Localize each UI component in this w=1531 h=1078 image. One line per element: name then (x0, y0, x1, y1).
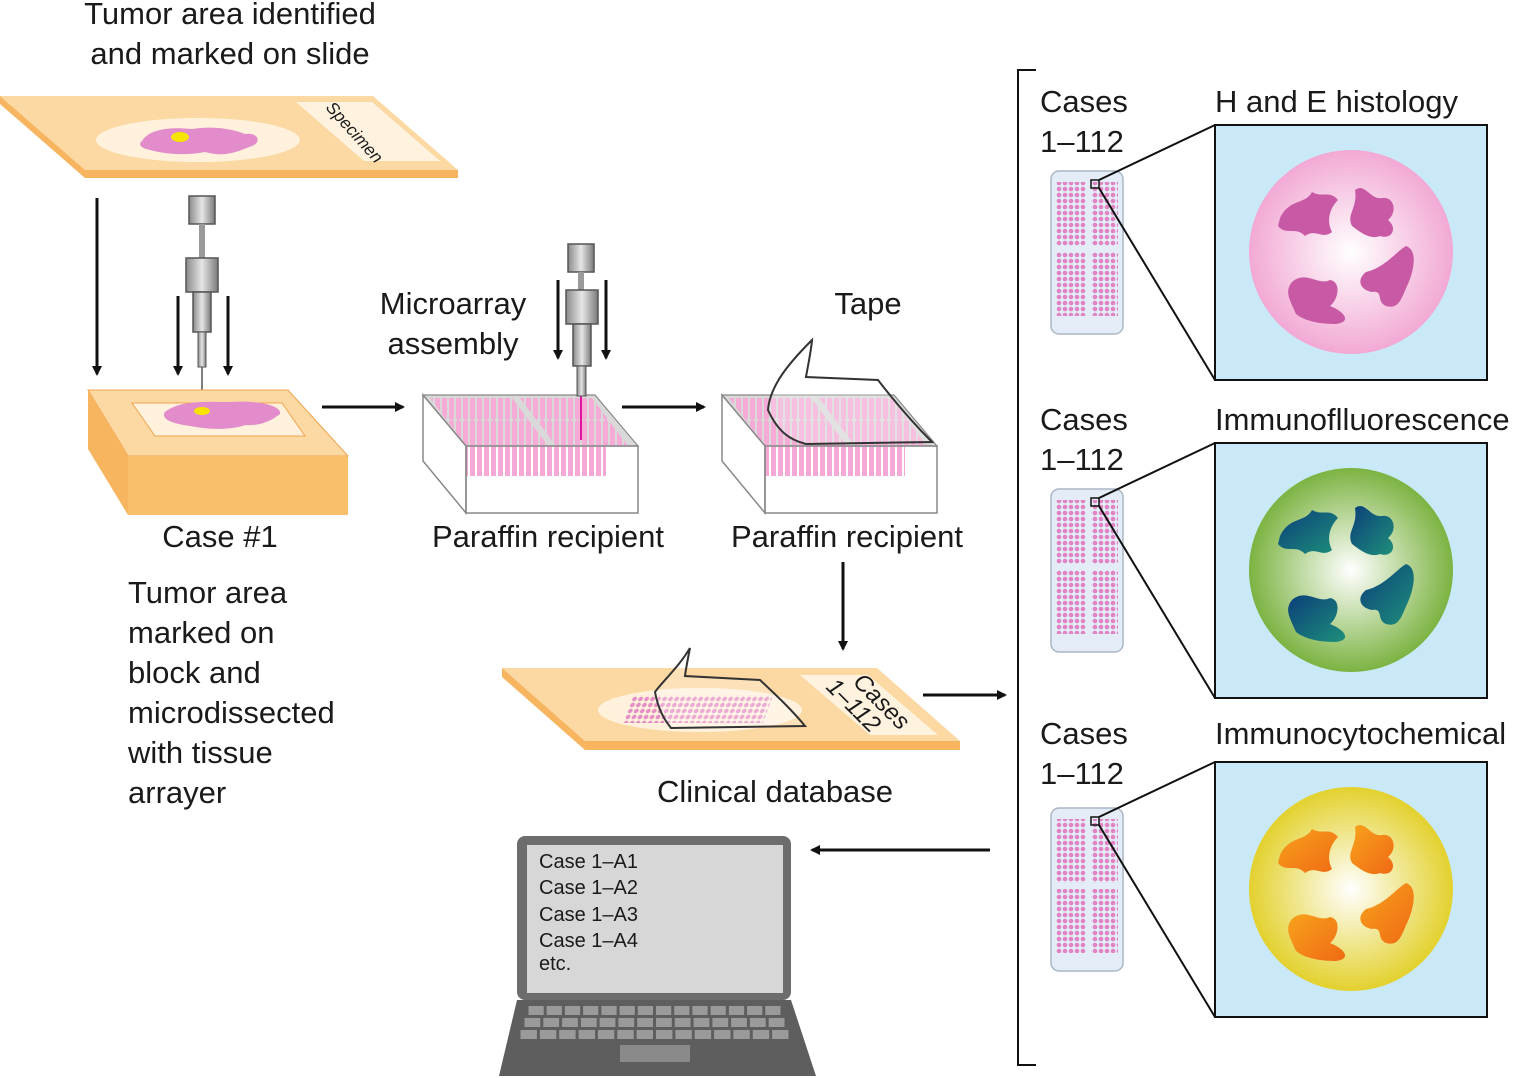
tape-label: Tape (834, 286, 901, 321)
microarray-label-line2: assembly (388, 326, 519, 361)
laptop-line: etc. (539, 953, 571, 975)
laptop-key (752, 1030, 770, 1039)
laptop-key (619, 1006, 635, 1015)
block-desc-line: with tissue (127, 735, 273, 770)
laptop-key (546, 1006, 562, 1015)
laptop-key (714, 1030, 731, 1039)
panel-cases-line2: 1–112 (1040, 124, 1124, 159)
laptop-key (543, 1018, 560, 1027)
laptop-key (580, 1018, 597, 1027)
laptop-key (583, 1006, 599, 1015)
panel-title: Immunoflluorescence (1215, 402, 1510, 437)
panel-title: H and E histology (1215, 84, 1458, 119)
laptop-key (728, 1006, 745, 1015)
laptop-key (637, 1006, 653, 1015)
recipient-block-2 (720, 337, 939, 516)
recipient-block-1 (421, 392, 640, 516)
block-desc-line: block and (128, 655, 261, 690)
laptop (499, 836, 816, 1076)
laptop-key (601, 1006, 617, 1015)
panel-cases-line1: Cases (1040, 716, 1128, 751)
laptop-key (617, 1030, 634, 1039)
laptop-line: Case 1–A4 (539, 930, 638, 952)
panel-cases-line2: 1–112 (1040, 442, 1124, 477)
tumor-marker (171, 132, 189, 142)
recipient-label-1: Paraffin recipient (432, 519, 664, 554)
laptop-key (768, 1018, 785, 1027)
laptop-key (747, 1006, 763, 1015)
block-desc-line: arrayer (128, 775, 226, 810)
laptop-key (656, 1006, 672, 1015)
result-panel: Cases 1–112 H and E histology (1040, 84, 1488, 381)
block-description: Tumor area marked on block and microdiss… (127, 575, 335, 810)
laptop-line: Case 1–A2 (539, 877, 638, 899)
laptop-key (712, 1018, 729, 1027)
result-panel: Cases 1–112 Immunocytochemical (1040, 716, 1506, 1018)
laptop-key (618, 1018, 635, 1027)
laptop-touchpad (620, 1045, 690, 1062)
slide-title-line2: and marked on slide (90, 36, 369, 71)
laptop-key (524, 1018, 541, 1027)
laptop-key (636, 1030, 653, 1039)
laptop-key (694, 1030, 712, 1039)
result-panel: Cases 1–112 Immunoflluorescence (1040, 402, 1510, 699)
cell-image (1249, 468, 1453, 672)
results-bracket (1017, 69, 1036, 1066)
cell-image (1249, 150, 1453, 354)
specimen-slide: Specimen (0, 96, 458, 178)
laptop-line: Case 1–A3 (539, 904, 638, 926)
array-slide: Cases 1–112 (502, 647, 960, 750)
laptop-key (578, 1030, 595, 1039)
block-desc-line: marked on (128, 615, 274, 650)
laptop-key (731, 1018, 747, 1027)
laptop-key (528, 1006, 544, 1015)
panel-title: Immunocytochemical (1215, 716, 1506, 751)
laptop-key (597, 1030, 615, 1039)
laptop-key (749, 1018, 766, 1027)
panel-cases-line1: Cases (1040, 84, 1128, 119)
slide-title-line1: Tumor area identified (84, 0, 376, 31)
laptop-key (674, 1018, 691, 1027)
tumor-shape (140, 127, 258, 155)
laptop-key (637, 1018, 653, 1027)
laptop-key (562, 1018, 578, 1027)
laptop-key (564, 1006, 581, 1015)
laptop-line: Case 1–A1 (539, 851, 638, 873)
arrayer-needle-1 (185, 195, 219, 410)
laptop-key (539, 1030, 557, 1039)
laptop-key (674, 1006, 690, 1015)
clinical-database-label: Clinical database (657, 774, 893, 809)
laptop-key (710, 1006, 726, 1015)
laptop-screen (527, 845, 783, 993)
laptop-keyboard (520, 1006, 789, 1039)
laptop-key (520, 1030, 537, 1039)
arrayer-needle-2 (565, 243, 599, 397)
laptop-key (656, 1018, 672, 1027)
laptop-key (599, 1018, 616, 1027)
microarray-label-line1: Microarray (380, 286, 527, 321)
block-desc-line: Tumor area (128, 575, 288, 610)
cell-image (1249, 787, 1453, 991)
paraffin-block-case1 (87, 389, 350, 515)
laptop-key (559, 1030, 576, 1039)
laptop-key (733, 1030, 750, 1039)
laptop-key (692, 1006, 708, 1015)
laptop-key (675, 1030, 692, 1039)
laptop-key (765, 1006, 781, 1015)
tape-sheet-2 (653, 647, 808, 730)
block-desc-line: microdissected (128, 695, 335, 730)
panel-cases-line2: 1–112 (1040, 756, 1124, 791)
recipient-label-2: Paraffin recipient (731, 519, 963, 554)
block-case-label: Case #1 (162, 519, 277, 554)
laptop-key (656, 1030, 673, 1039)
laptop-key (772, 1030, 789, 1039)
specimen-label-area (296, 102, 440, 161)
laptop-key (693, 1018, 710, 1027)
tape-sheet (766, 337, 935, 446)
panel-cases-line1: Cases (1040, 402, 1128, 437)
